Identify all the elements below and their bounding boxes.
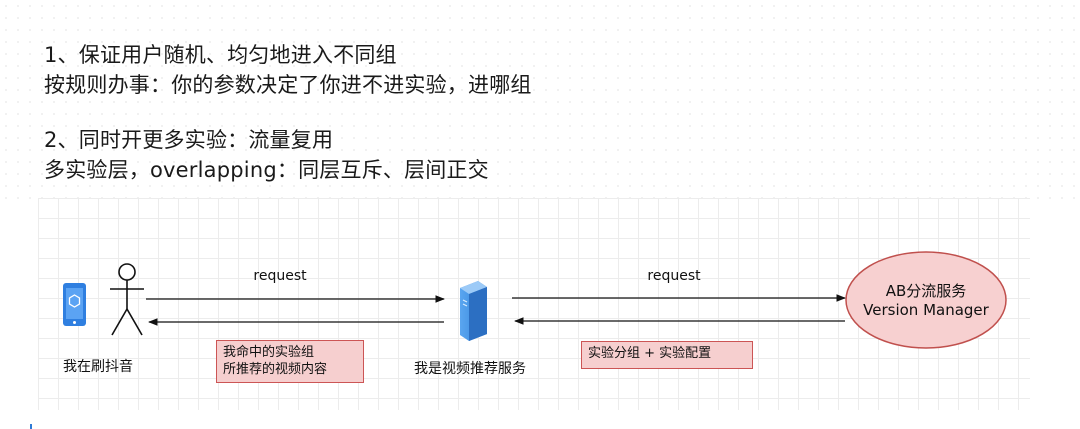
dotted-background: [0, 0, 1080, 200]
stick-figure-icon: [110, 263, 144, 336]
ab-service-node: [845, 251, 1007, 349]
point-1-detail: 按规则办事：你的参数决定了你进不进实验，进哪组: [44, 73, 532, 97]
corner-mark: [30, 424, 32, 429]
phone-icon: [63, 283, 86, 326]
note-experiment-config: 实验分组 + 实验配置: [581, 341, 753, 369]
point-1-heading: 1、保证用户随机、均匀地进入不同组: [44, 43, 397, 67]
note-left-line-1: 我命中的实验组: [223, 345, 315, 360]
point-2-detail: 多实验层，overlapping：同层互斥、层间正交: [44, 158, 489, 182]
request-label-right: request: [647, 268, 701, 284]
ab-service-title: AB分流服务: [886, 282, 967, 300]
point-2-block: 2、同时开更多实验：流量复用 多实验层，overlapping：同层互斥、层间正…: [44, 125, 489, 185]
user-label: 我在刷抖音: [63, 359, 133, 375]
note-recommended-content: 我命中的实验组 所推荐的视频内容: [216, 340, 364, 383]
point-2-heading: 2、同时开更多实验：流量复用: [44, 128, 334, 152]
server-label: 我是视频推荐服务: [414, 361, 526, 377]
ab-service-subtitle: Version Manager: [863, 301, 990, 319]
request-label-left: request: [253, 268, 307, 284]
note-left-line-2: 所推荐的视频内容: [223, 362, 328, 377]
server-icon: [460, 281, 487, 341]
point-1-block: 1、保证用户随机、均匀地进入不同组 按规则办事：你的参数决定了你进不进实验，进哪…: [44, 40, 532, 100]
note-right-text: 实验分组 + 实验配置: [588, 346, 712, 361]
